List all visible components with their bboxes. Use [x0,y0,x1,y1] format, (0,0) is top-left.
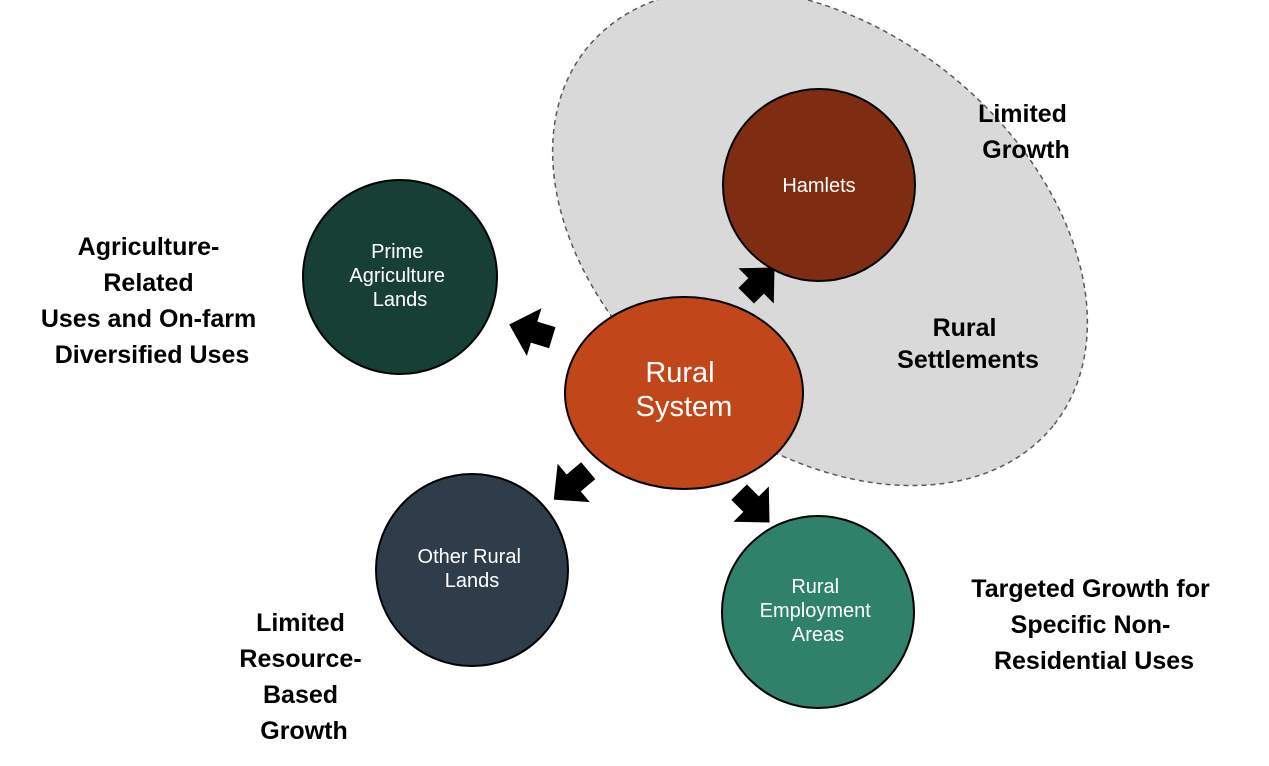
node-prime-agriculture-lands: Prime Agriculture Lands [302,179,498,375]
hamlets-label: Hamlets [782,175,855,197]
node-hamlets: Hamlets [722,88,916,282]
rural-system-ellipse [564,296,804,490]
node-rural-system: Rural System [564,296,804,490]
hamlets-circle [722,88,916,282]
targeted-growth-label: Targeted Growth for Specific Non- Reside… [971,575,1216,675]
rural-employment-label-line: Employment [760,600,872,622]
node-rural-employment-areas: Rural Employment Areas [721,515,915,709]
svg-text:Prime Agriculture: Prime Agriculture Lands [349,241,450,311]
resource-growth-label: Limited Resource- Based Growth [239,609,368,745]
svg-text:Rural Employment A: Rural Employment Areas [760,576,877,646]
agriculture-uses-line: Uses and On-farm [41,305,256,333]
resource-growth-line: Growth [260,717,348,745]
rural-settlements-label: Rural Settlements [897,314,1039,374]
arrow-to-employment-areas [731,484,770,523]
resource-growth-line: Based [263,681,338,709]
limited-growth-line: Growth [982,136,1070,164]
resource-growth-line: Limited [256,609,345,637]
agriculture-uses-line: Agriculture- [78,233,220,261]
svg-text:Hamlets: Hamlets [782,175,855,197]
prime-agriculture-circle [302,179,498,375]
rural-settlements-line: Rural [933,314,997,342]
agriculture-uses-label: Agriculture- Related Uses and On-farm Di… [41,233,263,369]
arrow-to-prime-agriculture [509,308,556,357]
targeted-growth-line: Targeted Growth for [971,575,1210,603]
targeted-growth-line: Residential Uses [994,647,1194,675]
arrow-to-hamlets [738,267,775,304]
rural-employment-label-line: Rural [791,576,839,598]
limited-growth-line: Limited [978,100,1067,128]
rural-system-label-line: System [636,391,733,423]
arrow-to-other-rural-lands [553,462,596,503]
resource-growth-line: Resource- [239,645,361,673]
agriculture-uses-line: Related [103,269,193,297]
other-rural-lands-label-line: Lands [445,570,500,592]
other-rural-lands-label-line: Other Rural [418,546,521,568]
agriculture-uses-line: Diversified Uses [55,341,250,369]
targeted-growth-line: Specific Non- [1011,611,1171,639]
rural-settlements-line: Settlements [897,346,1039,374]
rural-employment-label-line: Areas [792,624,844,646]
svg-text:Other Rural Lands: Other Rural Lands [418,546,527,592]
rural-employment-areas-circle [721,515,915,709]
other-rural-lands-circle [375,473,569,667]
limited-growth-label: Limited Growth [978,100,1074,164]
prime-agriculture-label-line: Agriculture [349,265,445,287]
rural-system-label-line: Rural [645,357,714,389]
node-other-rural-lands: Other Rural Lands [375,473,569,667]
prime-agriculture-label-line: Lands [373,289,428,311]
prime-agriculture-label-line: Prime [371,241,423,263]
svg-text:Rural System: Rural System [636,357,733,423]
